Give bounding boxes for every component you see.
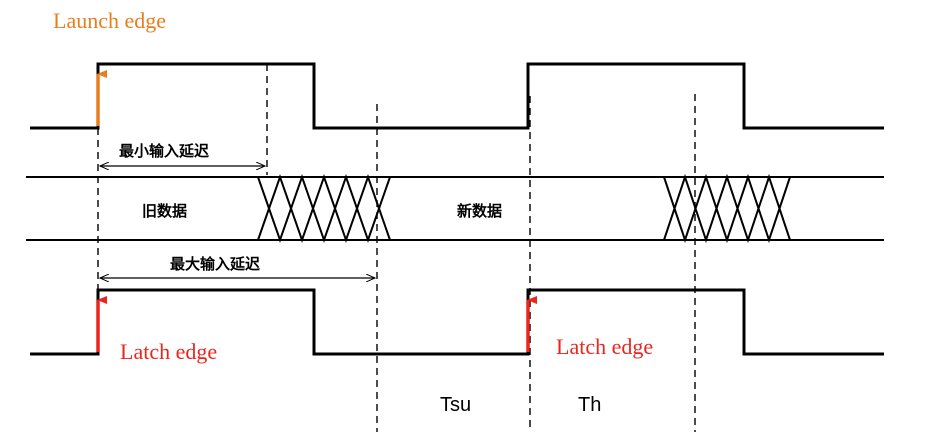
max-input-delay-label: 最大输入延迟 (170, 255, 260, 273)
old-data-transition-cross (257, 173, 392, 244)
new-data-label: 新数据 (457, 202, 502, 220)
min-input-delay-label: 最小输入延迟 (119, 142, 209, 160)
launch-edge-label: Launch edge (53, 8, 166, 33)
latch-edge-label-2: Latch edge (556, 334, 653, 359)
tsu-label: Tsu (440, 394, 471, 416)
th-label: Th (578, 394, 601, 416)
launch-clock-waveform (30, 62, 884, 130)
old-data-label: 旧数据 (142, 202, 187, 220)
new-data-transition-cross (663, 173, 791, 244)
latch-edge-label-1: Latch edge (120, 339, 217, 364)
